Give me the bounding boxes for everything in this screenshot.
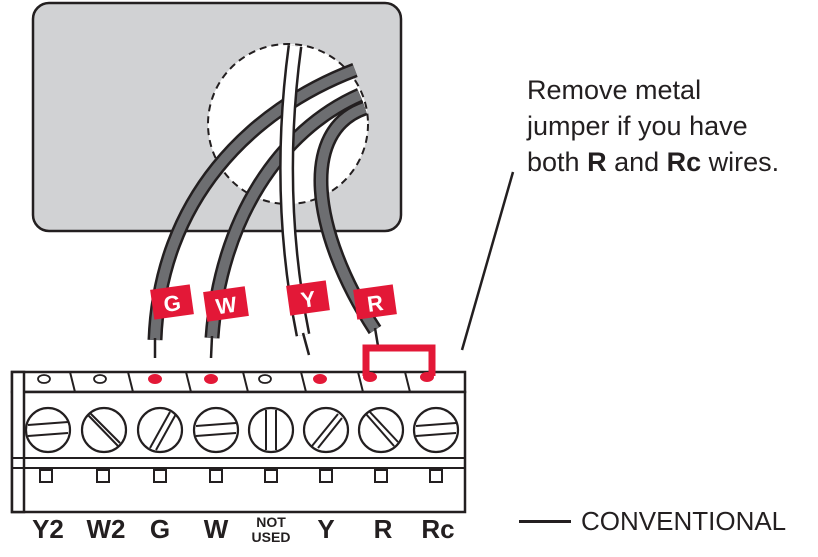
tag-g: G [150,284,194,320]
terminal-label-w: W [203,514,229,544]
terminal-label-used: USED [251,529,291,545]
terminal-label-rc: Rc [421,514,455,544]
callout-and: and [606,147,667,177]
tag-g-label: G [162,290,182,317]
wire-r [313,100,382,335]
callout-rc: Rc [666,147,702,177]
callout-text: Remove metal jumper if you have both R a… [527,72,779,180]
legend-dash [519,520,571,523]
callout-line-1: Remove metal [527,75,702,105]
callout-line-3: both R and Rc wires. [527,144,779,180]
callout-both: both [527,147,588,177]
tag-w-label: W [214,292,238,320]
terminal-label-y: Y [317,514,335,544]
tag-w: W [203,286,249,322]
tag-y-label: Y [299,286,317,313]
metal-jumper [362,344,436,376]
tag-y: Y [286,280,330,316]
wire-tips [153,327,380,359]
terminal-block [10,370,467,514]
callout-r: R [587,147,607,177]
terminal-label-not-used: NOT USED [241,515,301,545]
callout-wires: wires. [701,147,780,177]
wire-g [147,62,358,341]
callout-leader [460,171,515,351]
terminal-label-w2: W2 [86,514,126,544]
legend-label: CONVENTIONAL [581,506,787,536]
terminal-label-not: NOT [256,514,286,530]
legend: CONVENTIONAL [519,506,786,537]
terminal-label-g: G [149,514,171,544]
tag-r-label: R [366,290,385,317]
callout-line-2: jumper if you have [527,111,748,141]
tag-r: R [353,284,397,320]
terminal-label-y2: Y2 [32,514,64,544]
terminal-label-r: R [373,514,393,544]
